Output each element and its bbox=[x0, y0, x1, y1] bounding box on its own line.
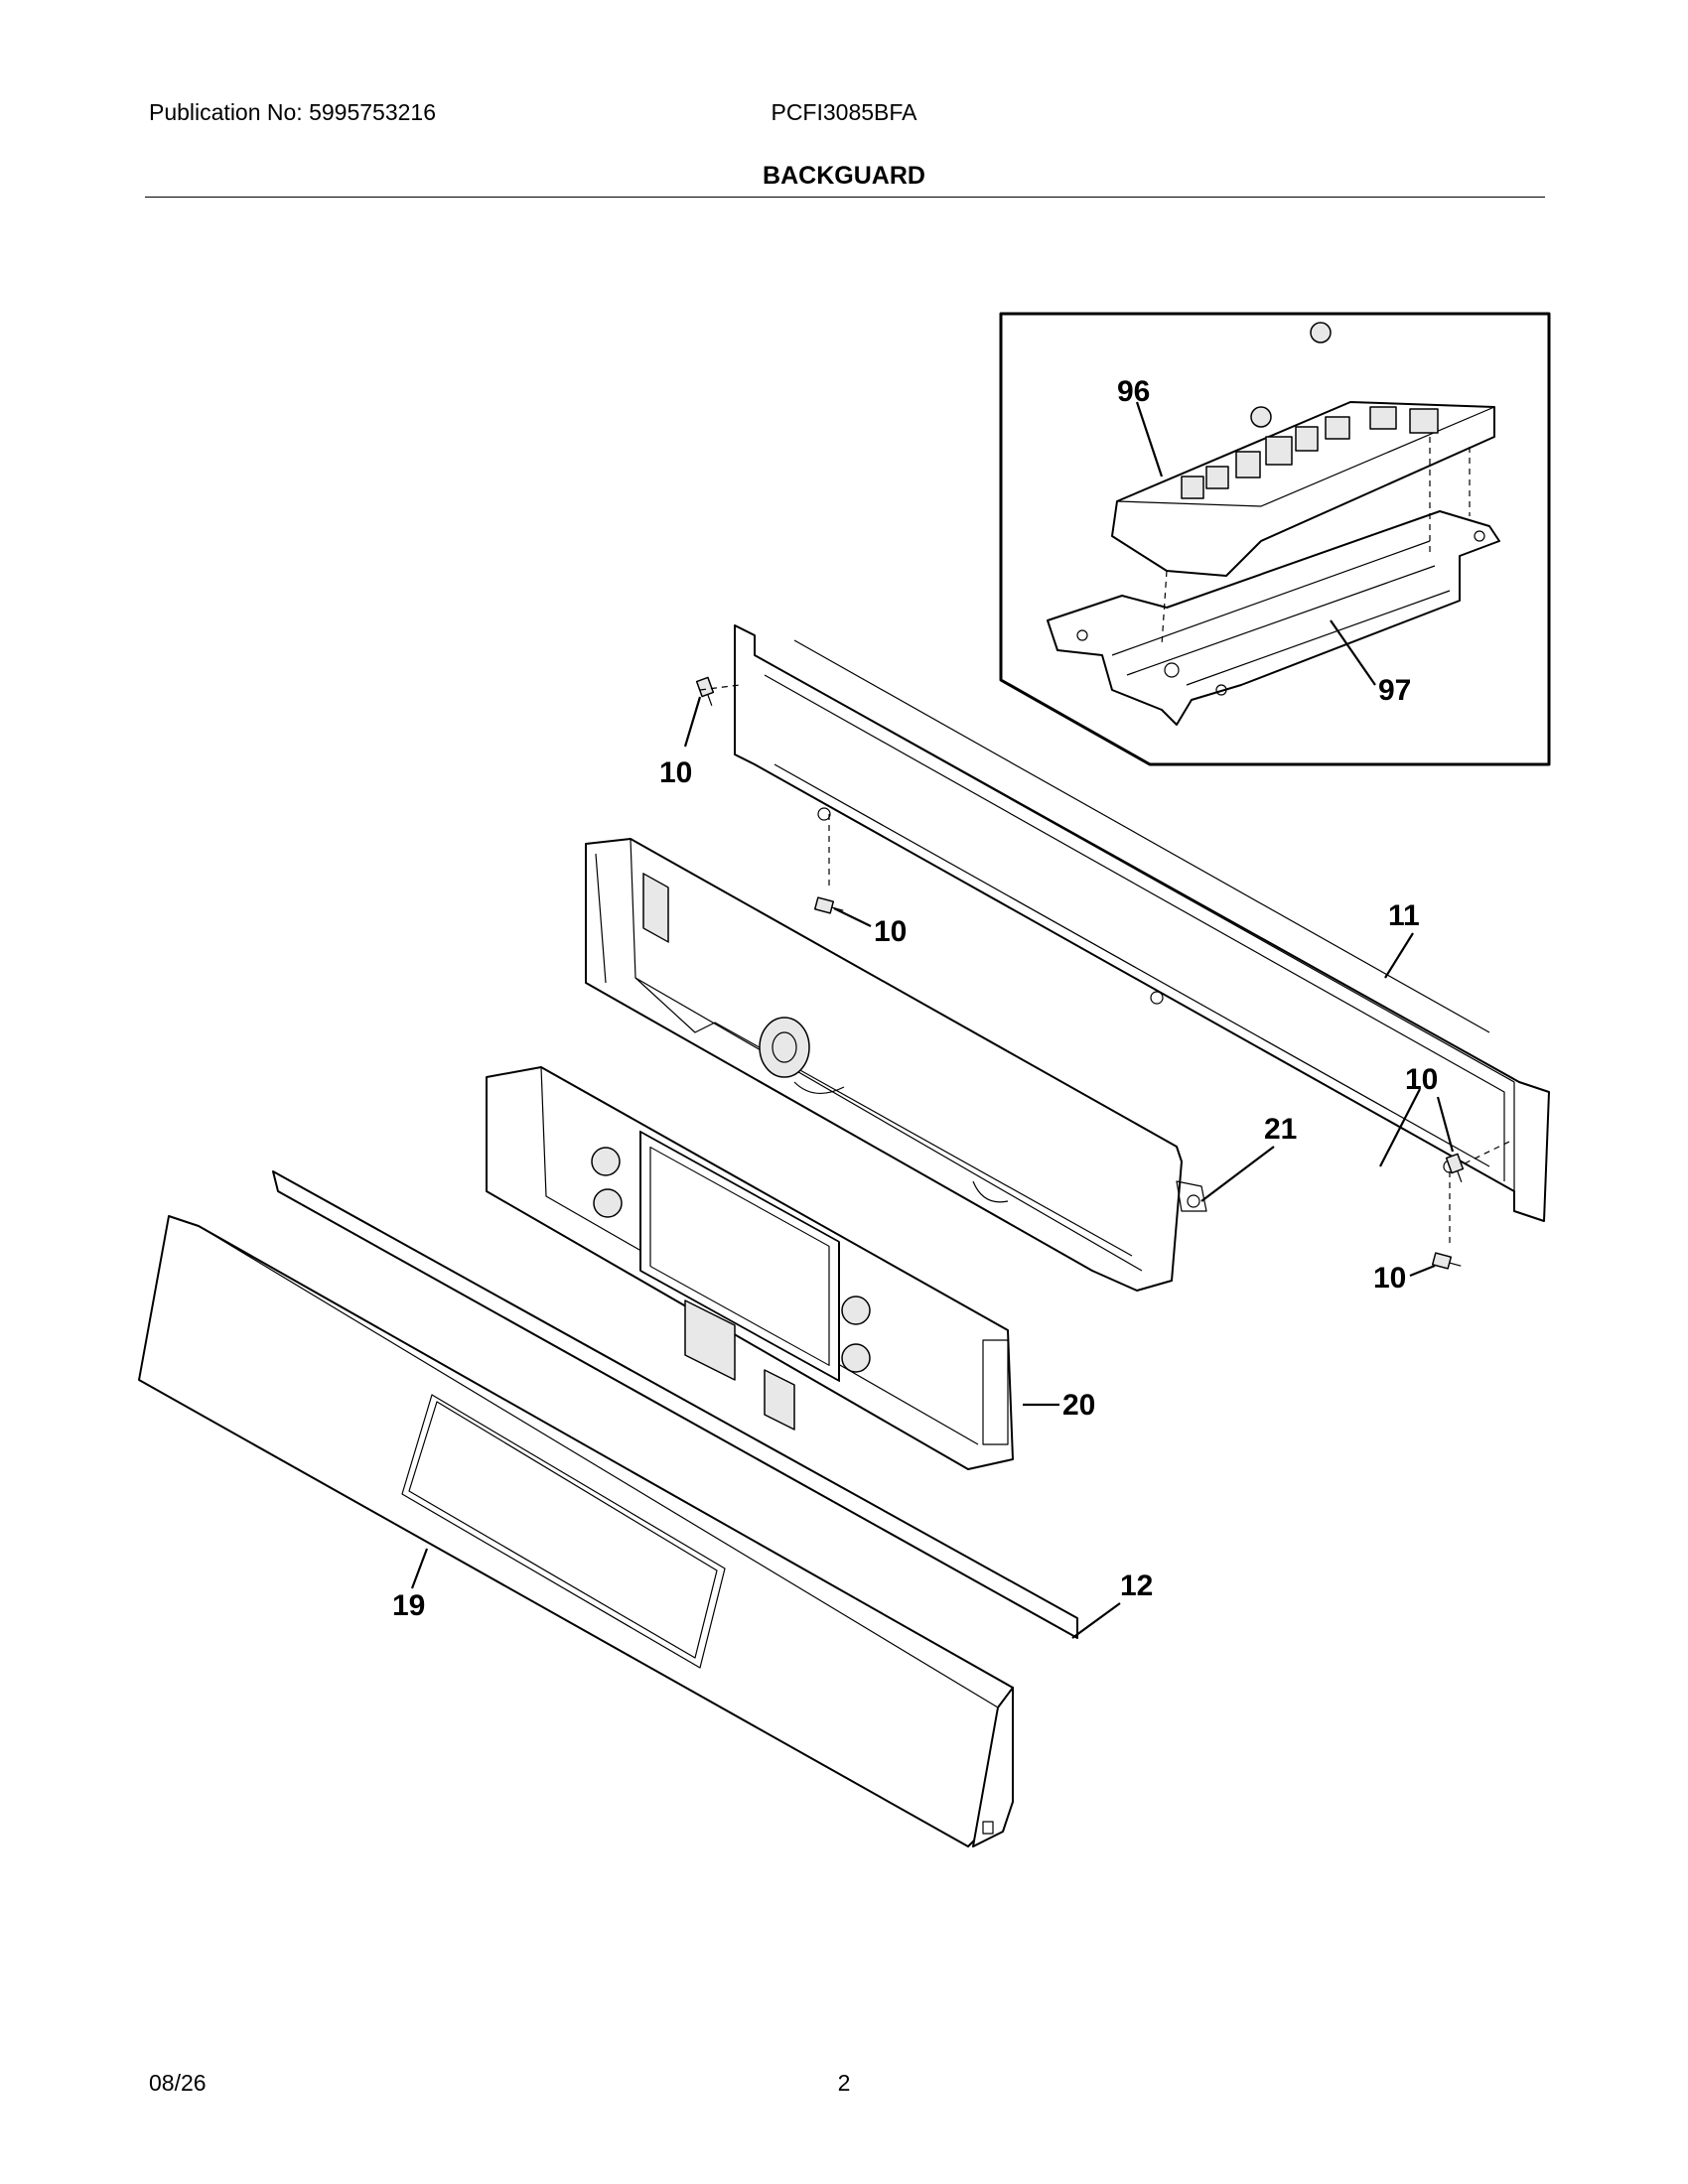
page-title: BACKGUARD bbox=[763, 162, 925, 190]
part-96-control-board bbox=[1111, 322, 1495, 646]
part-21-housing bbox=[585, 838, 1207, 1292]
callout-10-center: 10 bbox=[874, 915, 907, 948]
publication-date: 08/26 bbox=[149, 2070, 207, 2096]
callout-20: 20 bbox=[1062, 1389, 1095, 1422]
model-number: PCFI3085BFA bbox=[771, 99, 917, 125]
inset-detail: 96 97 bbox=[999, 312, 1551, 766]
part-12-trim-strip bbox=[272, 1170, 1078, 1639]
header-divider bbox=[145, 197, 1545, 198]
part-97-bracket bbox=[1047, 510, 1500, 726]
callout-10-lower-right: 10 bbox=[1373, 1262, 1406, 1295]
screws-10 bbox=[695, 676, 1510, 1270]
publication-number: Publication No: 5995753216 bbox=[149, 99, 437, 125]
callout-10-right: 10 bbox=[1405, 1063, 1438, 1096]
callout-96: 96 bbox=[1117, 375, 1150, 408]
callout-97: 97 bbox=[1378, 674, 1411, 707]
page-number: 2 bbox=[837, 2070, 851, 2096]
part-11-rear-panel bbox=[734, 624, 1550, 1222]
callout-21: 21 bbox=[1264, 1113, 1297, 1146]
callout-10-upper-left: 10 bbox=[659, 756, 692, 789]
callout-19: 19 bbox=[392, 1589, 425, 1622]
part-20-control-assembly bbox=[486, 1066, 1014, 1470]
callout-12: 12 bbox=[1120, 1570, 1153, 1602]
callout-11: 11 bbox=[1388, 899, 1420, 932]
part-19-front-panel bbox=[138, 1215, 1014, 1847]
